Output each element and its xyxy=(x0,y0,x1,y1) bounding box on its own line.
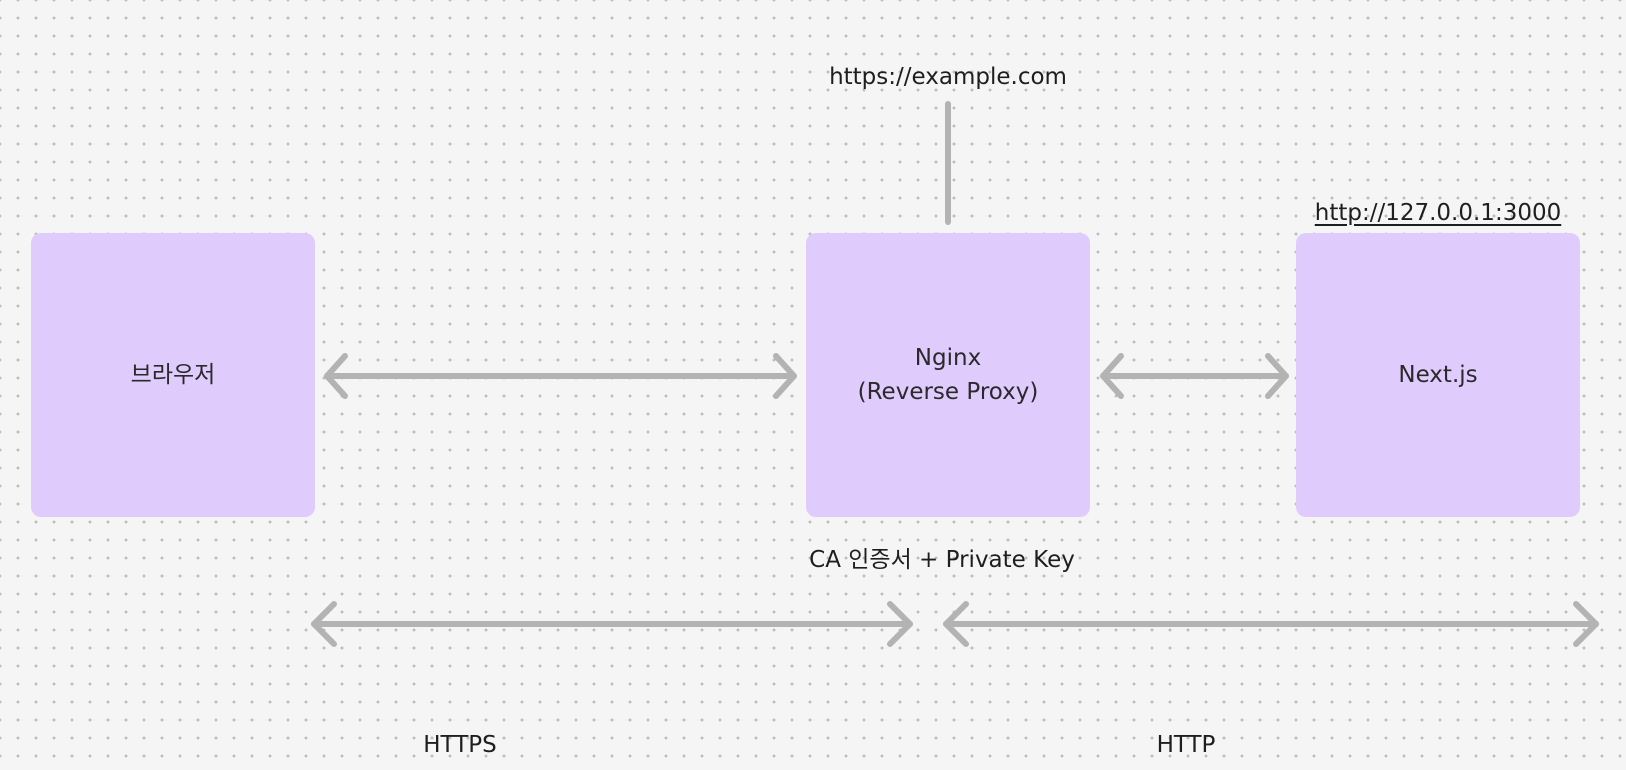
browser-node-label: 브라우저 xyxy=(130,362,216,388)
https-span-arrow[interactable] xyxy=(311,601,913,647)
http-span-arrow[interactable] xyxy=(943,601,1599,647)
certificate-label[interactable]: CA 인증서 + Private Key xyxy=(809,547,1075,573)
public-url-label[interactable]: https://example.com xyxy=(829,64,1067,90)
nginx-node[interactable]: Nginx (Reverse Proxy) xyxy=(806,233,1090,517)
https-label[interactable]: HTTPS xyxy=(423,732,497,758)
browser-node[interactable]: 브라우저 xyxy=(31,233,315,517)
local-url-link[interactable]: http://127.0.0.1:3000 xyxy=(1314,200,1562,226)
nextjs-node[interactable]: Next.js xyxy=(1296,233,1580,517)
nginx-node-label: Nginx (Reverse Proxy) xyxy=(857,345,1039,405)
browser-nginx-arrow[interactable] xyxy=(324,353,797,399)
nginx-next-arrow[interactable] xyxy=(1100,353,1289,399)
nextjs-node-label: Next.js xyxy=(1398,362,1478,388)
http-label[interactable]: HTTP xyxy=(1156,732,1216,758)
